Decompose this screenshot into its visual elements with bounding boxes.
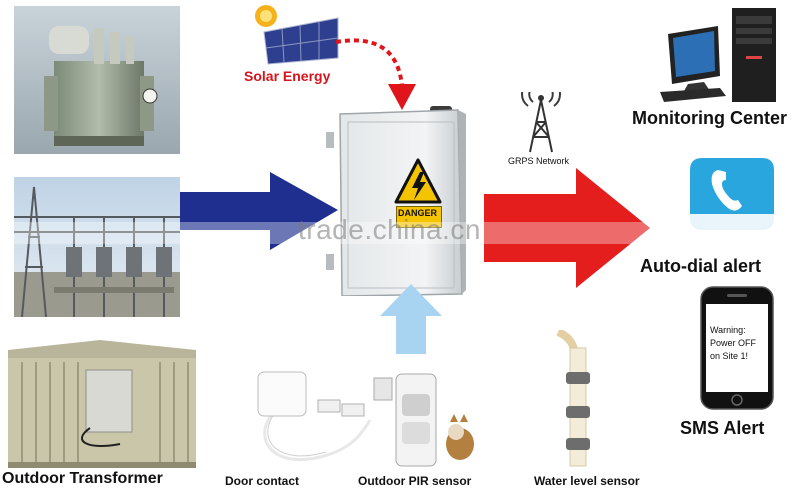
outdoor-transformer-label: Outdoor Transformer	[2, 470, 163, 487]
input-arrow	[180, 168, 340, 254]
solar-energy-label: Solar Energy	[244, 68, 331, 84]
sms-line: on Site 1!	[710, 351, 749, 361]
grps-network-label: GRPS Network	[508, 156, 570, 166]
desktop-computer-icon	[660, 6, 780, 106]
water-level-label: Water level sensor	[534, 474, 640, 488]
danger-text: DANGER	[398, 208, 438, 218]
warning-lightning-icon	[394, 158, 442, 206]
water-level-sensor	[548, 330, 608, 470]
sms-line: Power OFF	[710, 338, 757, 348]
auto-dial-alert-label: Auto-dial alert	[640, 256, 762, 276]
substation-photo	[14, 177, 180, 317]
phone-call-icon	[690, 158, 774, 230]
pir-sensor	[370, 372, 480, 472]
watermark-band	[0, 222, 800, 244]
outdoor-transformer-photo	[0, 330, 200, 472]
sensor-arrow	[380, 284, 442, 354]
output-arrow	[484, 168, 652, 288]
antenna-tower-icon	[516, 92, 566, 154]
monitoring-center-label: Monitoring Center	[632, 108, 787, 128]
sms-message: Warning: Power OFF on Site 1!	[710, 324, 768, 363]
solar-panel-icon	[246, 2, 342, 66]
danger-plate	[396, 206, 442, 228]
mobile-phone-icon	[700, 286, 774, 410]
transformer-photo	[14, 6, 180, 154]
sms-alert-label: SMS Alert	[680, 418, 765, 438]
door-contact-sensor	[244, 360, 372, 472]
door-contact-label: Door contact	[225, 474, 300, 488]
solar-arrow	[332, 32, 418, 114]
sms-line: Warning:	[710, 325, 746, 335]
watermark-text: trade.china.cn	[298, 214, 481, 245]
pir-sensor-label: Outdoor PIR sensor	[358, 474, 472, 488]
